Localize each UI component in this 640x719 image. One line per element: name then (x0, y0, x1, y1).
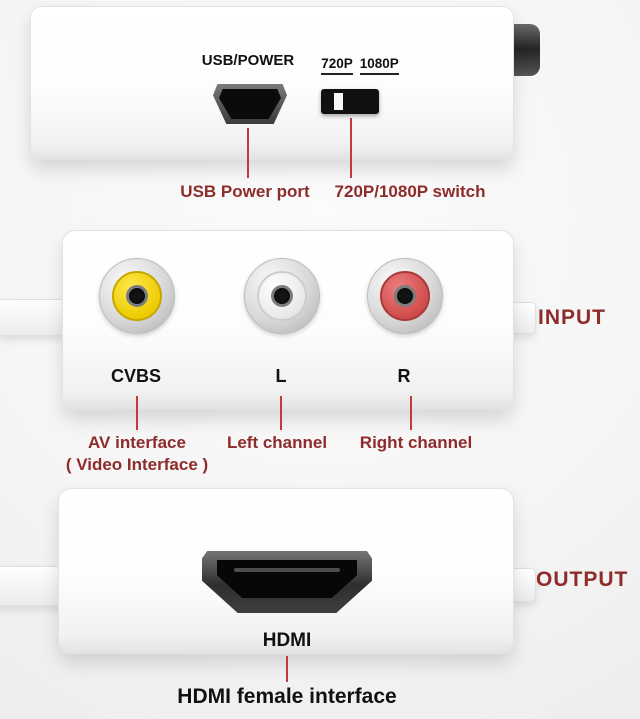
left-jack-label: L (275, 366, 287, 386)
switch-label-720p: 720P (321, 56, 353, 75)
switch-annotation: 720P/1080P switch (334, 182, 486, 201)
converter-top-panel (30, 6, 514, 160)
rca-jack-cvbs (99, 258, 175, 334)
pointer-line-switch (350, 118, 352, 178)
pointer-line-left (280, 396, 282, 430)
output-panel-left-tab (0, 566, 64, 606)
switch-label-1080p: 1080P (359, 56, 399, 75)
rca-jack-left-hole (271, 285, 293, 307)
input-side-label: INPUT (538, 306, 606, 329)
resolution-switch-labels: 720P 1080P (312, 56, 408, 75)
mini-usb-port (213, 84, 287, 124)
pointer-line-right (410, 396, 412, 430)
rca-jack-left-audio (244, 258, 320, 334)
hdmi-female-annotation: HDMI female interface (177, 685, 397, 708)
rca-jack-left-ring (257, 271, 307, 321)
pointer-line-cvbs (136, 396, 138, 430)
hdmi-port-slot (217, 560, 357, 598)
hdmi-port-pin-strip (234, 568, 340, 572)
output-side-label: OUTPUT (536, 568, 629, 591)
pointer-line-usb (247, 128, 249, 178)
mini-usb-port-slot (219, 89, 281, 119)
left-channel-annotation: Left channel (226, 433, 328, 452)
rca-jack-right-audio (367, 258, 443, 334)
input-panel-left-tab (0, 299, 66, 336)
usb-port-annotation: USB Power port (180, 182, 310, 201)
rca-jack-cvbs-ring (112, 271, 162, 321)
right-channel-annotation: Right channel (359, 433, 473, 452)
resolution-slide-switch (321, 89, 379, 114)
video-interface-annotation: ( Video Interface ) (65, 455, 209, 474)
hdmi-port-label: HDMI (262, 630, 312, 651)
pointer-line-hdmi (286, 656, 288, 682)
rca-jack-right-hole (394, 285, 416, 307)
rca-jack-right-ring (380, 271, 430, 321)
hdmi-port (202, 551, 372, 613)
usb-power-port-label: USB/POWER (201, 52, 295, 69)
right-jack-label: R (397, 366, 411, 386)
cvbs-jack-label: CVBS (110, 366, 161, 386)
av-interface-annotation: AV interface (88, 433, 186, 452)
rca-jack-cvbs-hole (126, 285, 148, 307)
slide-switch-slot (334, 93, 343, 110)
